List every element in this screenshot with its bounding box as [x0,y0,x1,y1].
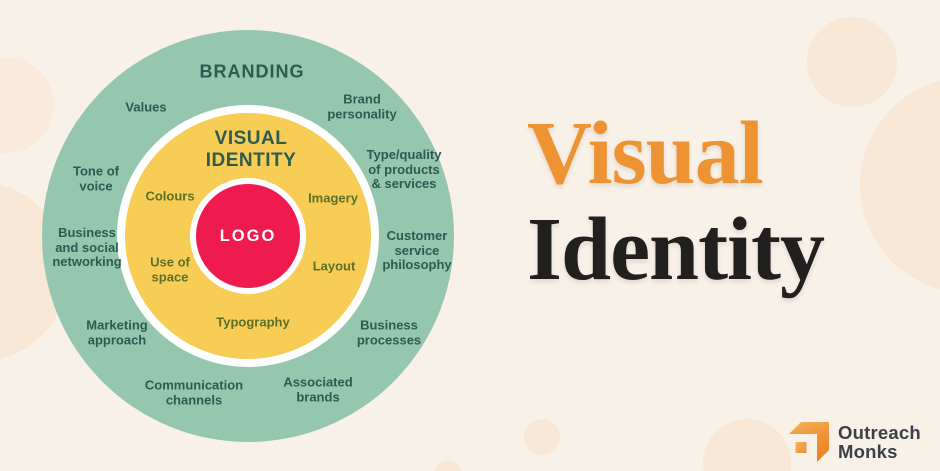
outreach-monks-logo: Outreach Monks [788,419,921,464]
background-circle [434,460,462,471]
logo-circle: LOGO [190,178,306,294]
branding-ring-label: Type/quality of products & services [366,147,442,192]
visual-identity-ring-label: Use of space [150,254,190,284]
branding-ring-label: Business processes [356,317,422,347]
branding-ring-label: Tone of voice [73,163,119,193]
title-word-visual: Visual [527,104,764,203]
logo-circle-label: LOGO [219,226,277,245]
branding-ring-label: Customer service philosophy [382,228,452,273]
visual-identity-ring-label: Layout [312,258,356,274]
logo-text-line2: Monks [838,440,898,462]
branding-ring-label: Brand personality [327,91,397,121]
visual-identity-circle [117,105,379,367]
page-title: Visual Identity [527,104,825,299]
background-circle [524,419,560,455]
branding-ring-label: Values [125,99,167,115]
background-circle [807,17,897,107]
branding-ring-label: Marketing approach [86,317,148,347]
visual-identity-heading: VISUAL IDENTITY [205,127,297,171]
branding-ring-label: Associated brands [283,374,353,404]
background-circle [860,77,940,293]
logo-text-line1: Outreach [838,421,921,443]
title-word-identity: Identity [527,200,825,299]
background-circle [703,419,791,471]
branding-ring-label: Business and social networking [52,225,122,270]
visual-identity-ring-label: Typography [216,314,290,330]
visual-identity-ring-label: Imagery [308,190,358,206]
branding-heading: BRANDING [199,61,305,82]
branding-diagram: LOGO BRANDING VISUAL IDENTITY Values Bran… [42,30,454,442]
outreach-monks-box-icon [789,422,829,462]
outreach-monks-wordmark: Outreach Monks [838,423,921,461]
visual-identity-ring-label: Colours [145,188,195,204]
branding-ring-label: Communication channels [144,377,244,407]
